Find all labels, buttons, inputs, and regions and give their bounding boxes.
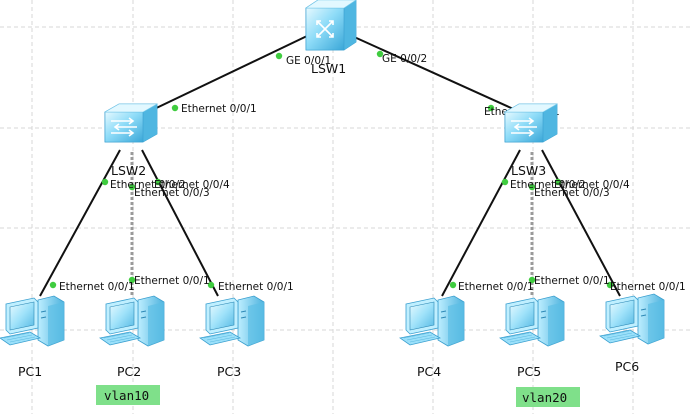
port-dot	[128, 183, 136, 191]
pc-icon	[0, 295, 65, 347]
vlan-label-right: vlan20	[522, 390, 567, 405]
link-lsw3-pc4[interactable]	[441, 149, 521, 297]
device-pc4[interactable]: PC4	[399, 295, 465, 379]
port-label-pc6-e1: Ethernet 0/0/1	[610, 281, 686, 293]
device-pc1[interactable]: PC1	[0, 295, 65, 379]
device-label-lsw2: LSW2	[111, 163, 146, 178]
port-label-lsw2-e4: Ethernet 0/0/4	[154, 179, 230, 191]
port-dot	[501, 178, 509, 186]
device-pc5[interactable]: PC5	[499, 295, 565, 379]
port-label-lsw3-e3: Ethernet 0/0/3	[534, 187, 610, 199]
port-label-lsw3-e2: Ethernet 0/0/2	[510, 179, 586, 191]
port-labels: GE 0/0/1 GE 0/0/2 Ethernet 0/0/1 Etherne…	[59, 53, 686, 293]
port-dot	[207, 281, 215, 289]
port-label-lsw1-ge1: GE 0/0/1	[286, 55, 331, 67]
device-pc3[interactable]: PC3	[199, 295, 265, 379]
device-label-pc5: PC5	[517, 364, 541, 379]
device-label-pc3: PC3	[217, 364, 241, 379]
vlan-label-left: vlan10	[104, 388, 149, 403]
link-lsw2-pc1[interactable]	[39, 149, 121, 297]
pc-icon	[599, 293, 665, 345]
pc-icon	[99, 295, 165, 347]
port-label-pc5-e1: Ethernet 0/0/1	[534, 275, 610, 287]
device-label-lsw3: LSW3	[511, 163, 546, 178]
port-dot	[154, 178, 162, 186]
port-dot	[376, 50, 384, 58]
vlan-tag-left[interactable]: vlan10	[96, 385, 160, 405]
pc-icon	[399, 295, 465, 347]
device-pc6[interactable]: PC6	[599, 293, 665, 374]
port-dot	[528, 276, 536, 284]
device-label-pc4: PC4	[417, 364, 441, 379]
port-dot	[487, 104, 495, 112]
device-lsw3[interactable]: LSW3	[504, 103, 558, 178]
links	[39, 35, 621, 297]
port-dot	[49, 281, 57, 289]
device-label-pc2: PC2	[117, 364, 141, 379]
device-label-pc1: PC1	[18, 364, 42, 379]
access-switch-icon	[504, 103, 558, 143]
device-lsw2[interactable]: LSW2	[104, 103, 158, 178]
port-label-pc3-e1: Ethernet 0/0/1	[218, 281, 294, 293]
link-lsw2-pc3[interactable]	[141, 149, 219, 297]
access-switch-icon	[104, 103, 158, 143]
port-label-lsw1-ge2: GE 0/0/2	[382, 53, 427, 65]
device-label-pc6: PC6	[615, 359, 639, 374]
device-lsw1[interactable]: LSW1	[305, 0, 357, 76]
core-switch-icon	[305, 0, 357, 51]
port-label-pc2-e1: Ethernet 0/0/1	[134, 275, 210, 287]
port-label-lsw3-e4: Ethernet 0/0/4	[554, 179, 630, 191]
port-label-lsw2-e3: Ethernet 0/0/3	[134, 187, 210, 199]
port-dot	[275, 52, 283, 60]
device-label-lsw1: LSW1	[311, 61, 346, 76]
pc-icon	[199, 295, 265, 347]
port-label-pc4-e1: Ethernet 0/0/1	[458, 281, 534, 293]
port-dot	[606, 281, 614, 289]
vlan-tag-right[interactable]: vlan20	[516, 387, 580, 407]
port-dot	[171, 104, 179, 112]
port-dot	[101, 178, 109, 186]
port-dot	[128, 276, 136, 284]
pc-icon	[499, 295, 565, 347]
port-dots	[49, 50, 614, 289]
link-lsw1-lsw3[interactable]	[351, 35, 521, 113]
link-lsw3-pc6[interactable]	[541, 149, 621, 297]
port-dot	[449, 281, 457, 289]
port-label-lsw2-e1: Ethernet 0/0/1	[181, 103, 257, 115]
port-label-pc1-e1: Ethernet 0/0/1	[59, 281, 135, 293]
device-pc2[interactable]: PC2	[99, 295, 165, 379]
link-lsw1-lsw2[interactable]	[147, 35, 308, 113]
port-dot	[528, 183, 536, 191]
port-dot	[554, 178, 562, 186]
port-label-lsw2-e2: Ethernet 0/0/2	[110, 179, 186, 191]
